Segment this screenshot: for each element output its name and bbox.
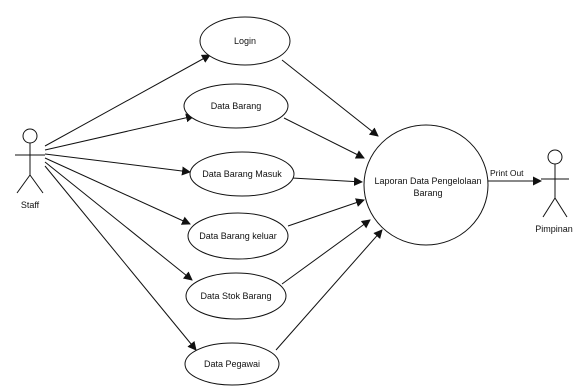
edge-data-barang-masuk-laporan <box>291 177 363 187</box>
edge-data-barang-laporan <box>283 117 365 159</box>
use-case-data-barang-keluar: Data Barang keluar <box>187 212 289 260</box>
actor-staff <box>15 128 45 194</box>
use-case-login: Login <box>199 16 291 66</box>
use-case-label: Data Stok Barang <box>200 291 271 301</box>
edge-staff-data-barang-masuk <box>44 153 191 176</box>
actor-pimpinan-label: Pimpinan <box>535 224 573 234</box>
edge-staff-data-barang-keluar <box>44 157 191 225</box>
edge-staff-data-barang <box>44 113 195 151</box>
edge-data-stok-barang-laporan <box>281 219 371 285</box>
use-case-laporan: Laporan Data Pengelolaan Barang <box>363 124 489 246</box>
use-case-data-barang-masuk: Data Barang Masuk <box>189 151 295 197</box>
actor-left-leg <box>542 197 556 218</box>
actor-head <box>547 149 563 165</box>
use-case-label: Data Barang Masuk <box>202 169 282 179</box>
edge-staff-data-pegawai <box>44 165 197 351</box>
edge-data-pegawai-laporan <box>275 229 383 351</box>
use-case-label: Data Barang <box>211 101 262 111</box>
actor-right-leg <box>554 197 568 218</box>
edge-staff-data-stok-barang <box>44 161 193 281</box>
actor-left-leg <box>16 174 31 194</box>
use-case-label: Data Barang keluar <box>199 231 277 241</box>
use-case-data-stok-barang: Data Stok Barang <box>185 272 287 320</box>
use-case-data-barang: Data Barang <box>183 83 289 129</box>
report-edges <box>275 59 383 351</box>
use-case-label-line1: Laporan Data Pengelolaan <box>374 176 481 186</box>
print-out-label: Print Out <box>490 168 524 178</box>
use-case-data-pegawai: Data Pegawai <box>184 342 280 386</box>
actor-staff-label: Staff <box>21 200 40 210</box>
actor-pimpinan <box>541 149 569 218</box>
use-case-label: Data Pegawai <box>204 359 260 369</box>
use-case-label-line2: Barang <box>413 188 442 198</box>
actor-right-leg <box>29 174 44 194</box>
edge-staff-login <box>44 54 211 147</box>
edge-login-laporan <box>281 59 379 137</box>
edge-data-barang-keluar-laporan <box>287 198 365 227</box>
use-case-label: Login <box>234 36 256 46</box>
staff-edges <box>44 54 211 351</box>
actor-head <box>22 128 38 144</box>
